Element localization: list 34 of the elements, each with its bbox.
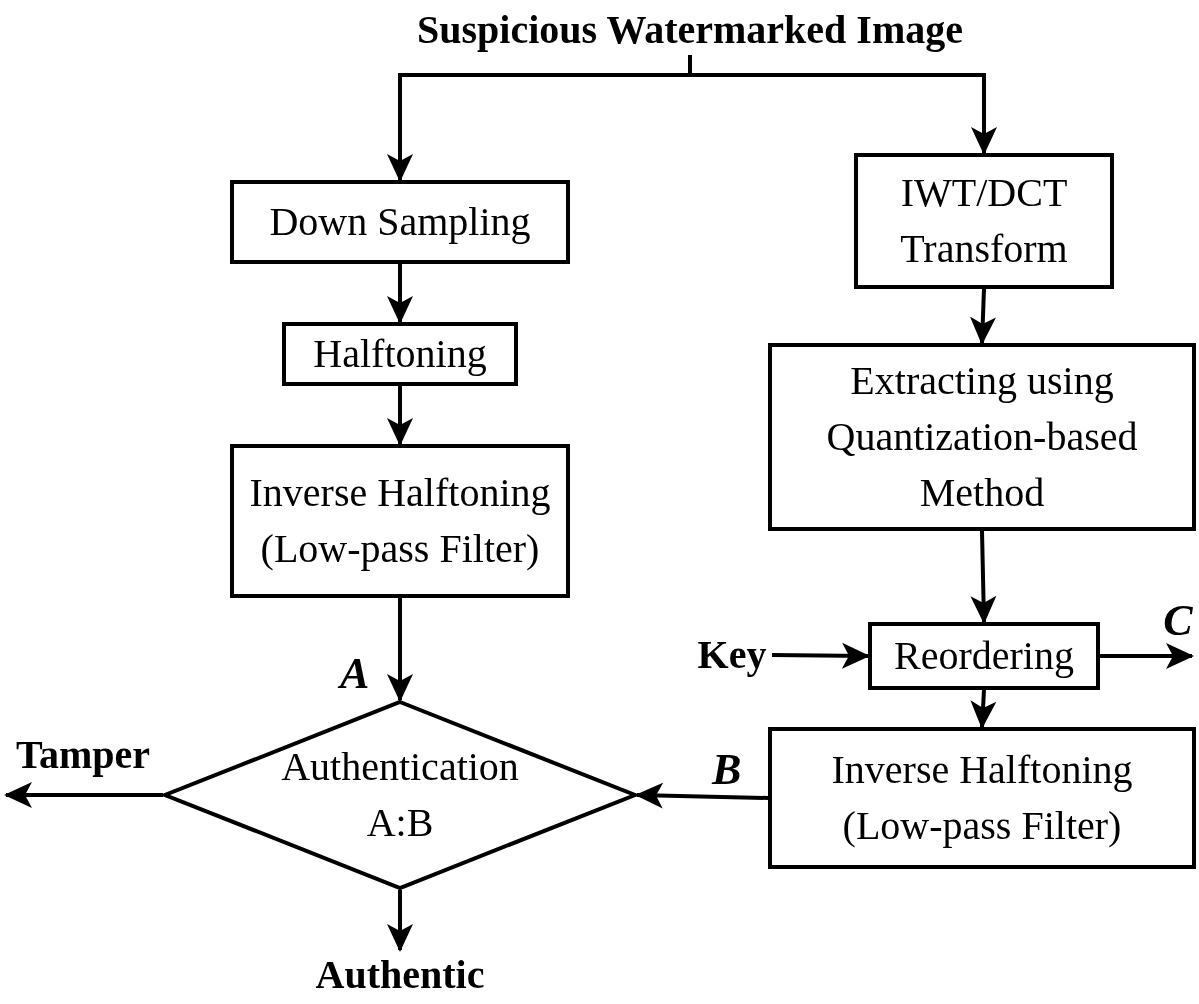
arrow — [771, 642, 870, 669]
node-text: IWT/DCT Transform — [899, 169, 1069, 273]
process-box — [868, 622, 1100, 690]
node-text: Down Sampling — [269, 198, 531, 246]
arrow — [1100, 643, 1194, 669]
flow-label: Suspicious Watermarked Image — [417, 6, 963, 54]
arrow — [387, 598, 413, 702]
flow-label: Key — [697, 631, 767, 679]
arrow — [969, 288, 996, 345]
process-box — [230, 444, 570, 598]
process-box — [282, 322, 518, 386]
node-text: Reordering — [894, 632, 1074, 680]
decision-diamond — [163, 700, 637, 890]
node-text: Authentication A:B — [280, 743, 520, 847]
arrow — [688, 55, 997, 155]
process-box — [230, 180, 570, 264]
process-box — [768, 343, 1196, 531]
process-box — [768, 727, 1196, 869]
flow-label: Authentic — [315, 951, 485, 999]
arrow — [970, 530, 997, 624]
arrow — [970, 689, 997, 729]
arrow — [4, 782, 163, 808]
node-text: Inverse Halftoning (Low-pass Filter) — [830, 746, 1134, 850]
arrow — [635, 782, 769, 809]
arrow — [387, 386, 413, 446]
node-text: Inverse Halftoning (Low-pass Filter) — [248, 469, 552, 573]
process-box — [854, 153, 1114, 289]
arrow — [387, 264, 413, 324]
node-text: Halftoning — [313, 330, 487, 378]
output-letter: C — [1163, 595, 1193, 648]
arrow — [387, 890, 413, 952]
flow-label: Tamper — [15, 731, 151, 779]
node-text: Extracting using Quantization-based Method — [825, 357, 1139, 517]
edge-label: B — [712, 748, 742, 792]
